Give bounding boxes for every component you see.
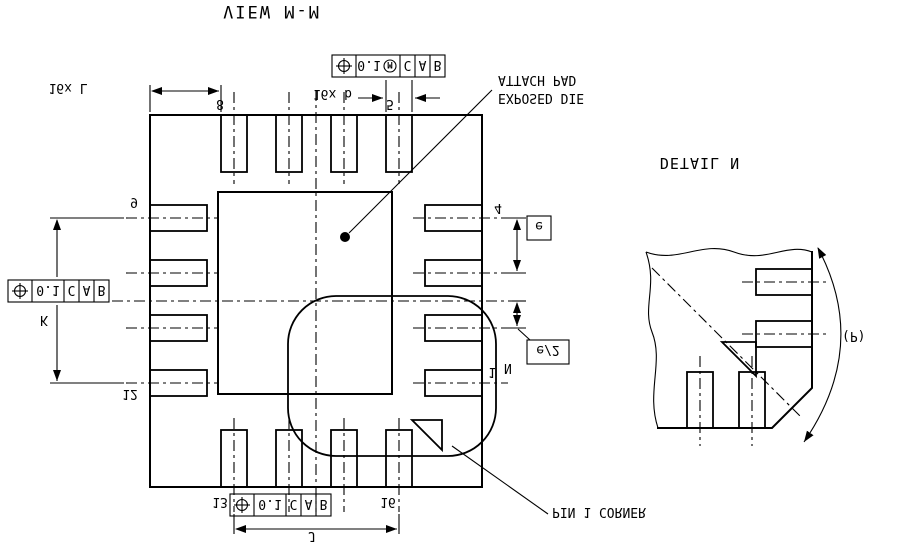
pin-number-13: 13 bbox=[212, 494, 228, 509]
dim-span-horizontal: J bbox=[233, 514, 400, 543]
dim-label-e2: e/2 bbox=[536, 342, 559, 357]
pin-number-4: 4 bbox=[494, 200, 502, 215]
fcf-top-datum1: C bbox=[404, 57, 412, 72]
dim-half-pitch: e/2 bbox=[508, 300, 570, 365]
fcf-bottom-datum1: C bbox=[290, 496, 298, 511]
dim-label-K: K bbox=[40, 312, 48, 327]
leads-top bbox=[220, 92, 413, 184]
position-tolerance-icon bbox=[336, 58, 352, 74]
position-tolerance-icon bbox=[234, 497, 250, 513]
pin-number-16: 16 bbox=[380, 494, 396, 509]
fcf-left-value: 0.1 bbox=[36, 282, 59, 297]
dim-lead-length: 16x L bbox=[48, 80, 222, 112]
view-title: VIEW M-M bbox=[223, 1, 321, 21]
dim-lead-width: 16x b bbox=[313, 80, 440, 112]
detail-title: DETAIL N bbox=[660, 154, 740, 172]
dim-label-e: e bbox=[535, 218, 543, 233]
leads-left bbox=[126, 204, 219, 397]
leads-bottom bbox=[220, 418, 413, 512]
die-pad-dot bbox=[340, 232, 350, 242]
pin-number-1: 1 bbox=[488, 364, 496, 379]
fcf-top-datum3: B bbox=[434, 57, 442, 72]
detail-zone-label: N bbox=[504, 360, 512, 375]
detail-zone-boundary bbox=[287, 295, 497, 457]
detail-view: DETAIL N (P) bbox=[645, 154, 865, 446]
pin1-corner-note: PIN 1 CORNER bbox=[552, 504, 646, 519]
fcf-bottom-datum2: A bbox=[305, 496, 313, 511]
pin-numbers: 8 5 9 12 4 1 13 16 bbox=[122, 96, 502, 509]
fcf-top-right: 0.1 M C A B bbox=[331, 54, 446, 78]
dim-pitch: e bbox=[508, 215, 552, 274]
pin1-triangle-icon bbox=[719, 341, 757, 379]
pin1-triangle-icon bbox=[409, 419, 443, 453]
dim-label-J: J bbox=[308, 528, 316, 543]
dim-label-L: 16x L bbox=[48, 80, 87, 95]
break-line-top bbox=[645, 248, 813, 257]
dim-span-vertical: K bbox=[40, 217, 124, 384]
die-pad-note-line-a: EXPOSED DIE bbox=[498, 90, 584, 105]
dim-label-P: (P) bbox=[842, 328, 865, 343]
corner-diagonal-centerline bbox=[651, 267, 803, 419]
fcf-left-datum2: A bbox=[83, 282, 91, 297]
fcf-left: 0.1 C A B bbox=[7, 279, 110, 303]
exposed-die-pad-outline bbox=[217, 191, 393, 395]
die-pad-callout: ATTACH PAD EXPOSED DIE bbox=[340, 72, 584, 242]
main-view: VIEW M-M N bbox=[7, 1, 646, 543]
chamfer-dim-arc bbox=[803, 247, 842, 443]
dim-label-b: 16x b bbox=[313, 86, 352, 101]
svg-text:M: M bbox=[387, 59, 393, 69]
fcf-bottom: 0.1 C A B bbox=[229, 493, 332, 517]
fcf-left-datum3: B bbox=[98, 282, 106, 297]
fcf-bottom-value: 0.1 bbox=[258, 496, 281, 511]
pin-number-12: 12 bbox=[122, 386, 138, 401]
pin1-leader bbox=[451, 445, 549, 515]
fcf-left-datum1: C bbox=[68, 282, 76, 297]
detail-leads bbox=[686, 268, 830, 446]
break-line-left bbox=[645, 251, 659, 429]
position-tolerance-icon bbox=[12, 283, 28, 299]
die-pad-note-line-b: ATTACH PAD bbox=[498, 72, 576, 87]
pin-number-8: 8 bbox=[216, 96, 224, 111]
leads-right bbox=[413, 204, 508, 397]
pitch-label-box bbox=[526, 215, 552, 241]
pin-number-5: 5 bbox=[386, 96, 394, 111]
half-pitch-label-box bbox=[526, 339, 570, 365]
mmc-modifier-icon: M bbox=[383, 59, 397, 73]
fcf-top-value: 0.1 bbox=[357, 57, 380, 72]
fcf-top-datum2: A bbox=[419, 57, 427, 72]
die-pad-leader bbox=[348, 89, 493, 234]
pin-number-9: 9 bbox=[130, 194, 138, 209]
detail-corner-outline bbox=[657, 251, 813, 429]
fcf-bottom-datum3: B bbox=[320, 496, 328, 511]
pin1-corner-callout: PIN 1 CORNER bbox=[409, 419, 646, 519]
